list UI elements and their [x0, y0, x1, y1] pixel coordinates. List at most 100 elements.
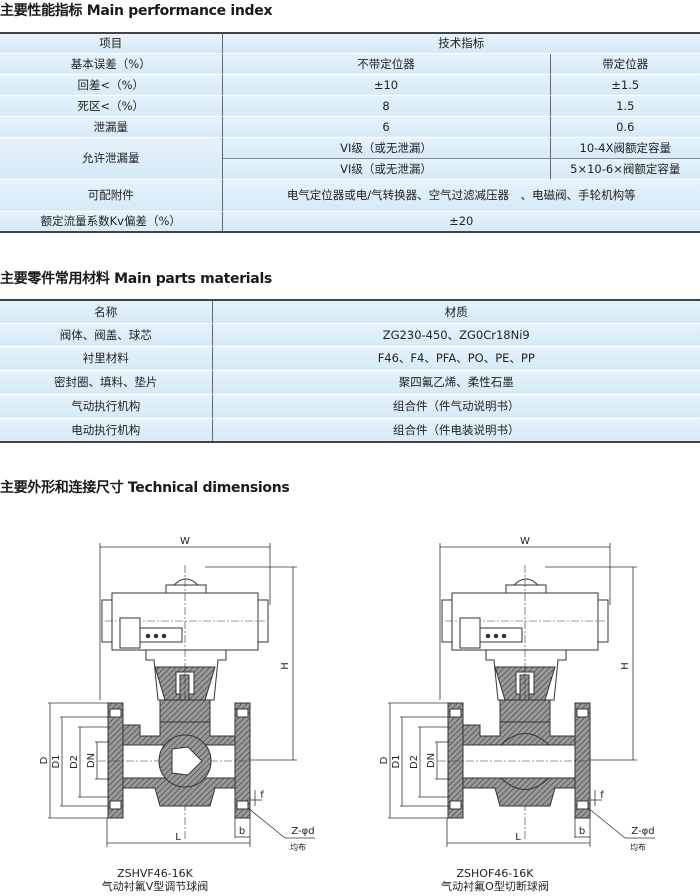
dimensions-section-title: 主要外形和连接尺寸 Technical dimensions: [0, 480, 290, 496]
header-spec: 技术指标: [222, 33, 700, 54]
cell: VI级（或无泄漏）: [222, 158, 551, 180]
cell: 电气定位器或电/气转换器、空气过滤减压器 、电磁阀、手轮机构等: [222, 179, 700, 212]
cell: 6: [222, 116, 551, 138]
label-d1: D1: [51, 754, 62, 768]
terminal-strip: [479, 627, 523, 643]
label-holes: Z-φd: [291, 826, 314, 837]
bolt-hole: [236, 708, 249, 718]
terminal-icon: [153, 633, 159, 639]
leader-line: [587, 807, 626, 839]
label-dn: DN: [426, 753, 437, 768]
bolt-hole: [576, 800, 589, 810]
bolt-hole: [109, 800, 122, 810]
table-row: 可配附件电气定位器或电/气转换器、空气过滤减压器 、电磁阀、手轮机构等: [0, 179, 700, 212]
solenoid-box: [459, 617, 481, 649]
row-label: 密封圈、填料、垫片: [0, 370, 213, 395]
body-lower: [122, 777, 236, 807]
table-row: 电动执行机构组合件（件电装说明书）: [0, 418, 700, 443]
actuator-end-cap-right: [257, 599, 269, 643]
table-row: 回差<（%）±10±1.5: [0, 74, 700, 96]
row-label: 气动执行机构: [0, 394, 213, 419]
model-name: 气动衬氟V型调节球阀: [101, 880, 209, 893]
label-f: f: [600, 790, 604, 801]
cell: 1.5: [550, 95, 700, 117]
actuator-end-cap-right: [597, 599, 609, 643]
model-name: 气动衬氟O型切断球阀: [441, 880, 549, 893]
row-label: 额定流量系数Kv偏差（%）: [0, 211, 223, 233]
label-d: D: [379, 756, 390, 764]
label-d2: D2: [409, 755, 420, 769]
label-holes: Z-φd: [631, 826, 654, 837]
model-code: ZSHOF46-16K: [456, 867, 534, 880]
table-row: 额定流量系数Kv偏差（%）±20: [0, 211, 700, 233]
bonnet: [499, 699, 551, 723]
row-label: 电动执行机构: [0, 418, 213, 443]
label-l: L: [175, 832, 181, 843]
cell: ±1.5: [550, 74, 700, 96]
terminal-strip: [139, 627, 183, 643]
row-label: 泄漏量: [0, 116, 223, 138]
bolt-hole: [236, 800, 249, 810]
cell: 组合件（件气动说明书）: [212, 394, 700, 419]
terminal-icon: [161, 633, 167, 639]
bore: [462, 744, 576, 779]
cell: 5×10-6×阀额定容量: [550, 158, 700, 180]
bonnet: [159, 699, 211, 723]
cell: 8: [222, 95, 551, 117]
label-uniform: 均布: [630, 842, 646, 852]
ball-top: [499, 733, 551, 746]
label-dn: DN: [86, 753, 97, 768]
label-b: b: [239, 826, 245, 837]
bolt-hole: [109, 708, 122, 718]
row-label: 允许泄漏量: [0, 137, 223, 180]
label-uniform: 均布: [290, 842, 306, 852]
header-material: 材质: [212, 300, 700, 324]
v-port: [171, 746, 203, 776]
cell: ZG230-450、ZG0Cr18Ni9: [212, 323, 700, 347]
table-row: VI级（或无泄漏）5×10-6×阀额定容量: [0, 158, 700, 180]
performance-section-title: 主要性能指标 Main performance index: [0, 3, 273, 19]
cell: 组合件（件电装说明书）: [212, 418, 700, 443]
row-label: 回差<（%）: [0, 74, 223, 96]
header-name: 名称: [0, 300, 213, 324]
cell: 不带定位器: [222, 53, 551, 75]
cell: 带定位器: [550, 53, 700, 75]
label-l: L: [515, 832, 521, 843]
table-row: 气动执行机构组合件（件气动说明书）: [0, 394, 700, 419]
table-row: 密封圈、填料、垫片聚四氟乙烯、柔性石墨: [0, 370, 700, 395]
materials-section-title: 主要零件常用材料 Main parts materials: [0, 271, 272, 287]
bolt-hole: [449, 800, 462, 810]
table-row: 基本误差（%）不带定位器带定位器: [0, 53, 700, 75]
row-label: 阀体、阀盖、球芯: [0, 323, 213, 347]
label-h: H: [280, 662, 291, 670]
label-d1: D1: [391, 754, 402, 768]
cell: VI级（或无泄漏）: [222, 137, 551, 159]
label-b: b: [579, 826, 585, 837]
terminal-icon: [501, 633, 507, 639]
model-code: ZSHVF46-16K: [117, 867, 193, 880]
terminal-icon: [145, 633, 151, 639]
cell: F46、F4、PFA、PO、PE、PP: [212, 346, 700, 371]
ball-bottom: [499, 777, 551, 790]
cell: ±10: [222, 74, 551, 96]
row-label: 死区<（%）: [0, 95, 223, 117]
performance-table: 项目技术指标 基本误差（%）不带定位器带定位器 回差<（%）±10±1.5 死区…: [0, 32, 700, 233]
header-item: 项目: [0, 33, 223, 54]
body-lower: [462, 777, 576, 807]
row-label: 基本误差（%）: [0, 53, 223, 75]
cell: 聚四氟乙烯、柔性石墨: [212, 370, 700, 395]
row-label: 衬里材料: [0, 346, 213, 371]
table-header-row: 名称材质: [0, 300, 700, 324]
label-f: f: [260, 790, 264, 801]
table-header-row: 项目技术指标: [0, 33, 700, 54]
leader-line: [247, 807, 286, 839]
row-label: 可配附件: [0, 179, 223, 212]
cell: 10-4X阀额定容量: [550, 137, 700, 159]
